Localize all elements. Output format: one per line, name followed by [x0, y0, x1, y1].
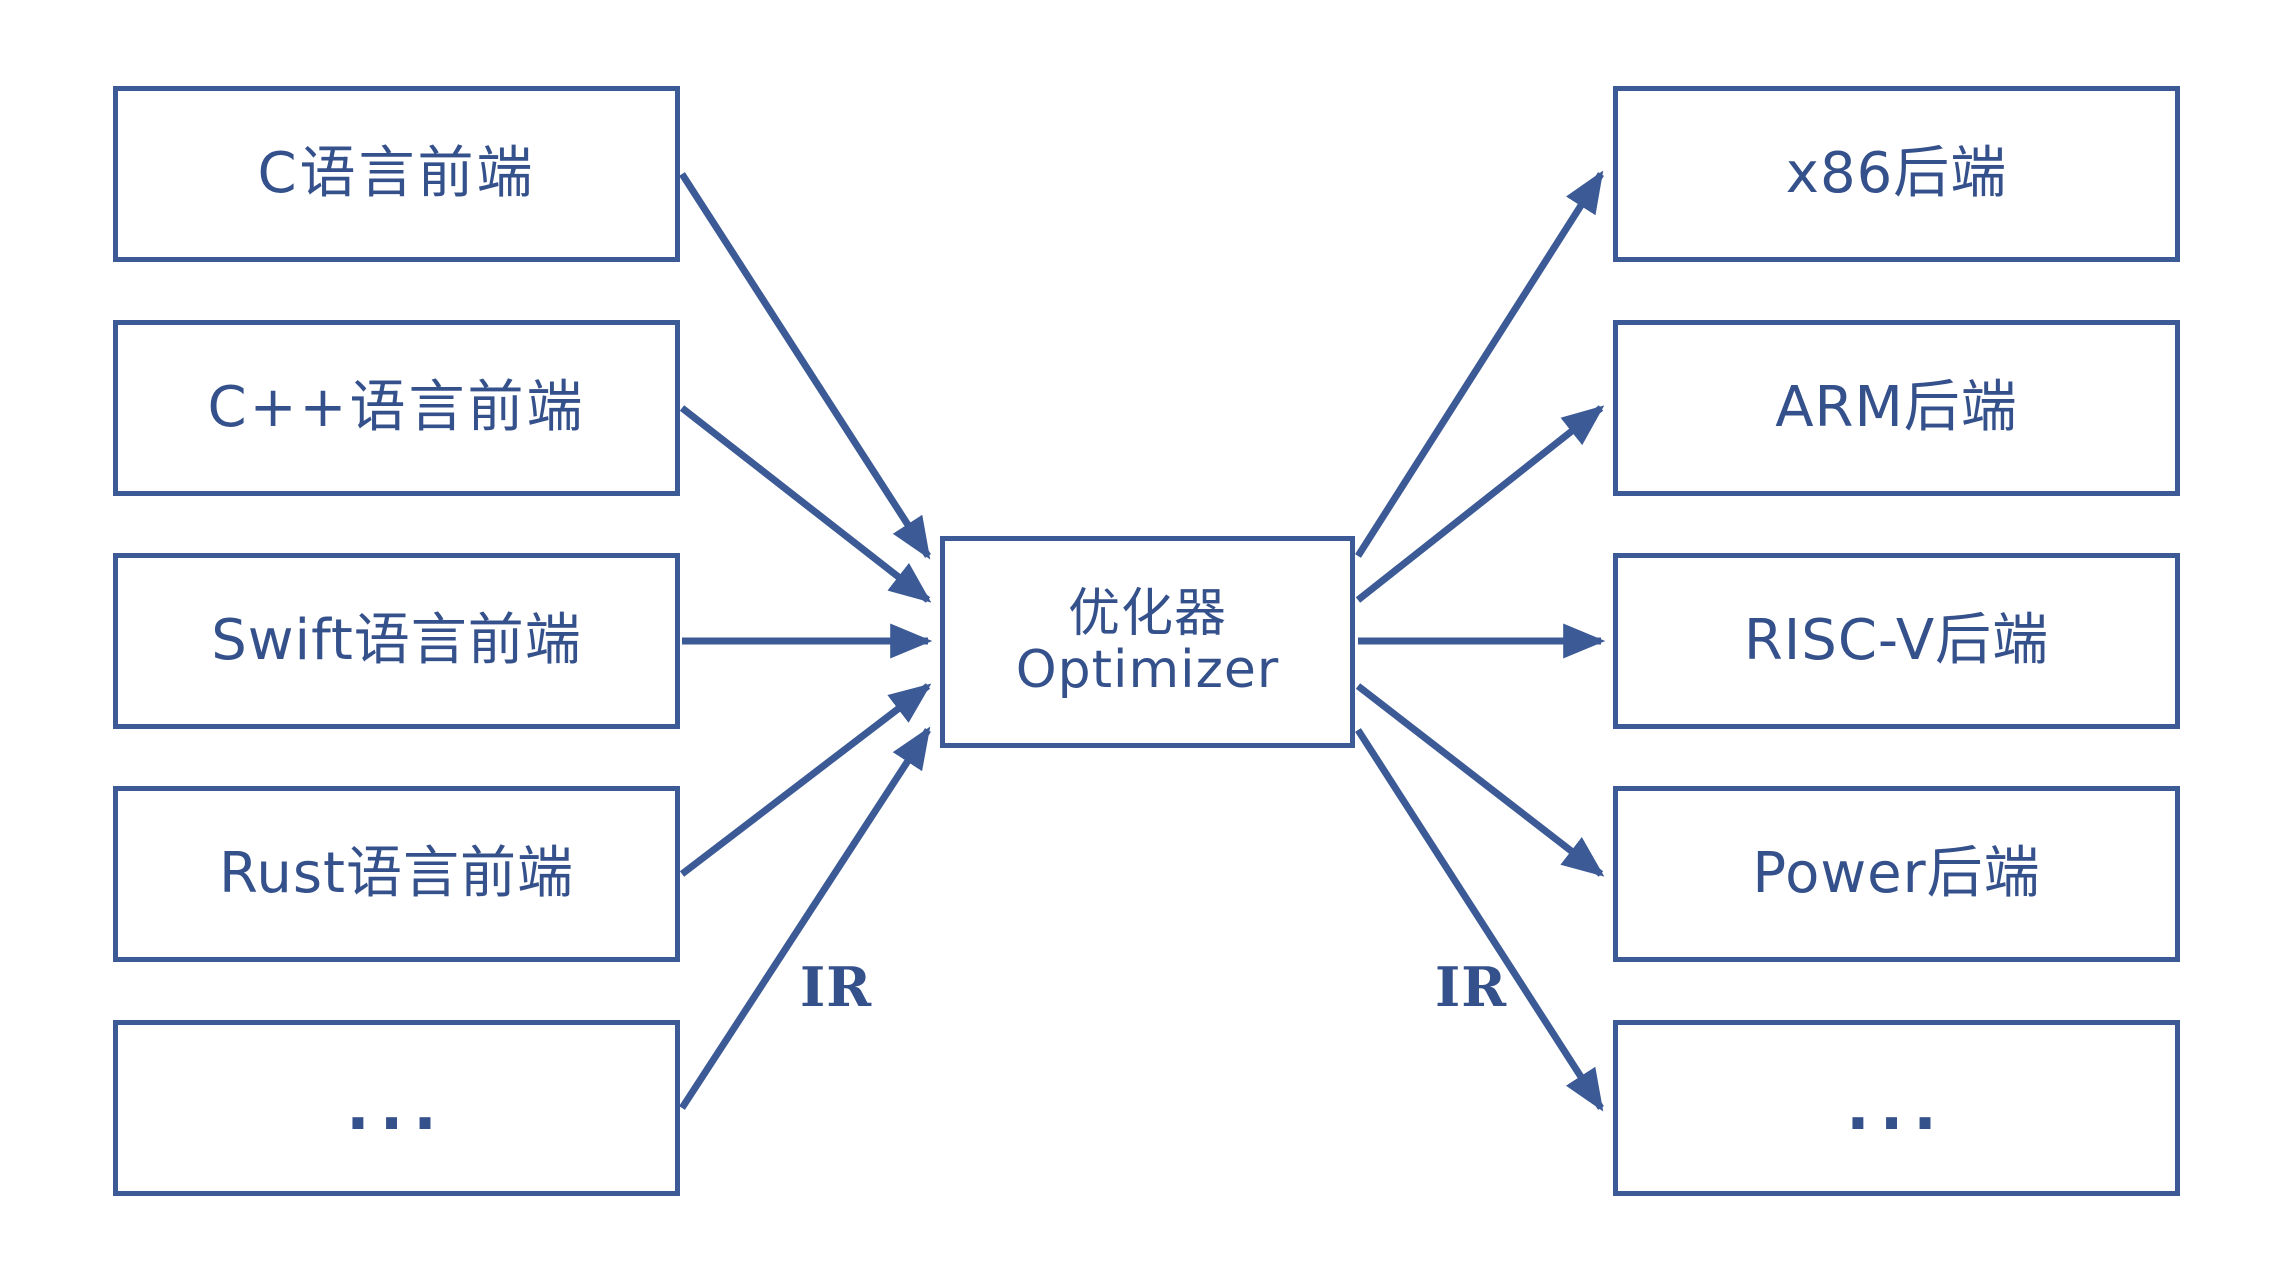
node-swift-frontend[interactable]: Swift语言前端: [113, 553, 680, 729]
node-label-more-backends: ...: [1846, 1071, 1947, 1145]
edge-label-input-ir: IR: [800, 955, 873, 1019]
node-more-backends[interactable]: ...: [1613, 1020, 2180, 1196]
node-label-swift-frontend: Swift语言前端: [211, 607, 582, 673]
node-label-power-backend: Power后端: [1752, 840, 2041, 906]
edge-optimizer-to-arm: [1355, 405, 1605, 603]
node-optimizer[interactable]: 优化器 Optimizer: [940, 536, 1355, 748]
node-label-rust-frontend: Rust语言前端: [218, 840, 575, 906]
node-riscv-backend[interactable]: RISC-V后端: [1613, 553, 2180, 729]
node-power-backend[interactable]: Power后端: [1613, 786, 2180, 962]
edge-optimizer-to-x86: [1355, 170, 1604, 558]
node-label-arm-backend: ARM后端: [1775, 374, 2018, 440]
node-label-x86-backend: x86后端: [1785, 140, 2008, 206]
node-label-more-frontends: ...: [346, 1071, 447, 1145]
node-c-frontend[interactable]: C语言前端: [113, 86, 680, 262]
node-label-riscv-backend: RISC-V后端: [1743, 607, 2050, 673]
node-label-cpp-frontend: C++语言前端: [207, 374, 586, 440]
node-rust-frontend[interactable]: Rust语言前端: [113, 786, 680, 962]
edge-rust-to-optimizer: [679, 683, 932, 877]
edge-c-to-optimizer: [679, 172, 931, 560]
node-label-c-frontend: C语言前端: [257, 140, 536, 206]
node-label-optimizer-cn: 优化器: [1067, 583, 1227, 644]
edge-more-to-optimizer: [679, 726, 931, 1110]
edge-optimizer-to-power: [1355, 683, 1605, 877]
node-x86-backend[interactable]: x86后端: [1613, 86, 2180, 262]
node-cpp-frontend[interactable]: C++语言前端: [113, 320, 680, 496]
edge-optimizer-to-more: [1355, 728, 1604, 1112]
edge-cpp-to-optimizer: [679, 405, 932, 603]
node-arm-backend[interactable]: ARM后端: [1613, 320, 2180, 496]
edge-label-output-ir: IR: [1435, 955, 1508, 1019]
node-label-optimizer-en: Optimizer: [1015, 640, 1280, 700]
node-more-frontends[interactable]: ...: [113, 1020, 680, 1196]
